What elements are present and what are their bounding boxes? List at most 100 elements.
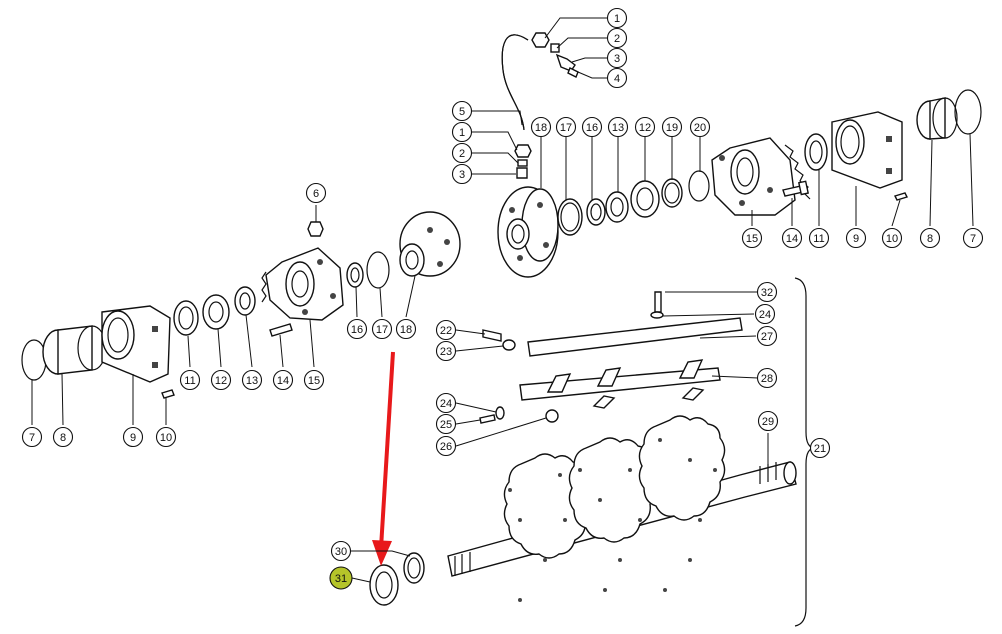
scraper-assembly (479, 291, 743, 424)
callout-circle (330, 540, 352, 562)
callout-circle (435, 392, 457, 414)
callout-circle (962, 227, 984, 249)
callout-number: 31 (335, 573, 347, 585)
callout-31: 31 (329, 566, 353, 590)
seal-17-left-part (366, 251, 390, 289)
callout-number: 21 (814, 443, 826, 455)
callout-circle (919, 227, 941, 249)
bolt-25-part (479, 414, 496, 424)
callout-15b: 15 (303, 369, 325, 391)
nut-6-part (307, 221, 324, 237)
bolt-22-part (482, 329, 502, 342)
callout-9b: 9 (122, 426, 144, 448)
callout-27: 27 (756, 325, 778, 347)
callout-number: 19 (666, 122, 678, 134)
callout-11a: 11 (808, 227, 830, 249)
callout-circle (741, 227, 763, 249)
callout-17a: 17 (555, 116, 577, 138)
callout-25: 25 (435, 413, 457, 435)
callout-circle (435, 319, 457, 341)
callout-8b: 8 (52, 426, 74, 448)
hex-nut-part-2 (514, 144, 532, 158)
callout-circle (661, 116, 683, 138)
callout-2b: 2 (451, 142, 473, 164)
callout-number: 7 (970, 233, 976, 245)
callout-13a: 13 (607, 116, 629, 138)
callout-circle (530, 116, 552, 138)
circlip-7-left-part (21, 339, 47, 381)
callout-circle (555, 116, 577, 138)
callout-circle (241, 369, 263, 391)
callout-circle (756, 325, 778, 347)
callout-number: 2 (459, 148, 465, 160)
callout-24a: 24 (754, 303, 776, 325)
hex-nut-part (531, 32, 550, 48)
callout-circle (179, 369, 201, 391)
callout-number: 23 (440, 346, 452, 358)
mounting-bar-part (519, 367, 721, 401)
callout-circle (689, 116, 711, 138)
grease-nipple-10-left-part (161, 389, 175, 399)
callout-circle (451, 121, 473, 143)
grease-nipple-10-part (894, 192, 908, 201)
callout-10a: 10 (881, 227, 903, 249)
callout-14b: 14 (272, 369, 294, 391)
washer-part (550, 43, 560, 53)
callout-circle (210, 369, 232, 391)
callout-number: 9 (853, 233, 859, 245)
callout-1a: 1 (606, 7, 628, 29)
callout-circle (634, 116, 656, 138)
callout-number: 22 (440, 325, 452, 337)
callout-21: 21 (809, 437, 831, 459)
callout-number: 5 (459, 106, 465, 118)
callout-circle (329, 566, 353, 590)
callout-16b: 16 (346, 318, 368, 340)
callout-number: 18 (400, 324, 412, 336)
callout-28: 28 (756, 367, 778, 389)
seal-31-assembly (369, 552, 425, 606)
callout-number: 16 (586, 122, 598, 134)
callout-number: 25 (440, 419, 452, 431)
callout-19: 19 (661, 116, 683, 138)
callout-18b: 18 (395, 318, 417, 340)
callout-number: 8 (927, 233, 933, 245)
nut-26-part (545, 409, 559, 423)
callout-circle (272, 369, 294, 391)
grease-fitting-part (555, 53, 576, 72)
callout-circle (756, 281, 778, 303)
callout-18a: 18 (530, 116, 552, 138)
callout-circle (371, 318, 393, 340)
callout-7a: 7 (962, 227, 984, 249)
fitting-body-part (516, 167, 528, 179)
callout-circle (21, 426, 43, 448)
flange-hub-part (497, 186, 559, 278)
callout-number: 26 (440, 441, 452, 453)
callout-24b: 24 (435, 392, 457, 414)
washer-24b-part (495, 406, 505, 420)
callout-number: 27 (761, 331, 773, 343)
callout-10b: 10 (155, 426, 177, 448)
callout-29: 29 (757, 410, 779, 432)
callout-number: 13 (612, 122, 624, 134)
callout-circle (754, 303, 776, 325)
callout-number: 6 (313, 188, 319, 200)
callout-number: 30 (335, 546, 347, 558)
callout-12a: 12 (634, 116, 656, 138)
callout-number: 9 (130, 432, 136, 444)
callout-30: 30 (330, 540, 352, 562)
callout-number: 15 (746, 233, 758, 245)
circlip-20-part (688, 170, 710, 202)
callout-circle (122, 426, 144, 448)
callout-circle (607, 116, 629, 138)
callout-number: 28 (761, 373, 773, 385)
callout-2a: 2 (606, 27, 628, 49)
nipple-part (567, 67, 579, 78)
callout-circle (606, 27, 628, 49)
callout-12b: 12 (210, 369, 232, 391)
washer-24-part (650, 311, 664, 319)
callout-circle (845, 227, 867, 249)
callout-22: 22 (435, 319, 457, 341)
callout-4a: 4 (606, 67, 628, 89)
bearing-12-left-part (202, 294, 230, 330)
